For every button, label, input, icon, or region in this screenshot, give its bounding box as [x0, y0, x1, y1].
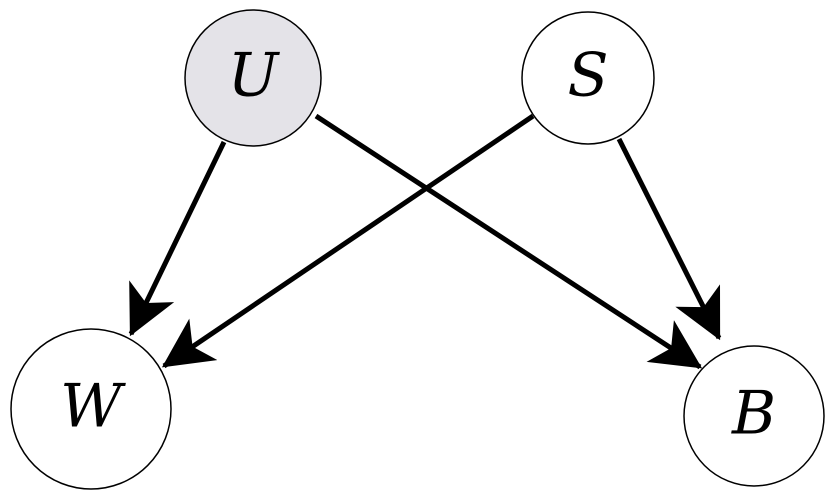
node-u-label: U: [228, 41, 281, 111]
edges: [128, 113, 722, 370]
node-s-circle: [521, 11, 655, 145]
node-s-label: S: [567, 41, 608, 111]
edge-s-to-w: [161, 113, 535, 369]
node-s: S: [521, 11, 655, 145]
node-b-circle: [683, 345, 825, 487]
node-u: U: [184, 9, 322, 147]
edge-u-to-b: [314, 113, 703, 370]
node-b: B: [683, 345, 825, 487]
node-w: W: [10, 328, 172, 490]
node-u-circle: [184, 9, 322, 147]
edge-s-to-b: [616, 137, 722, 341]
node-b-label: B: [731, 379, 776, 449]
node-w-circle: [10, 328, 172, 490]
edge-u-to-w: [128, 140, 227, 337]
node-w-label: W: [60, 372, 126, 442]
